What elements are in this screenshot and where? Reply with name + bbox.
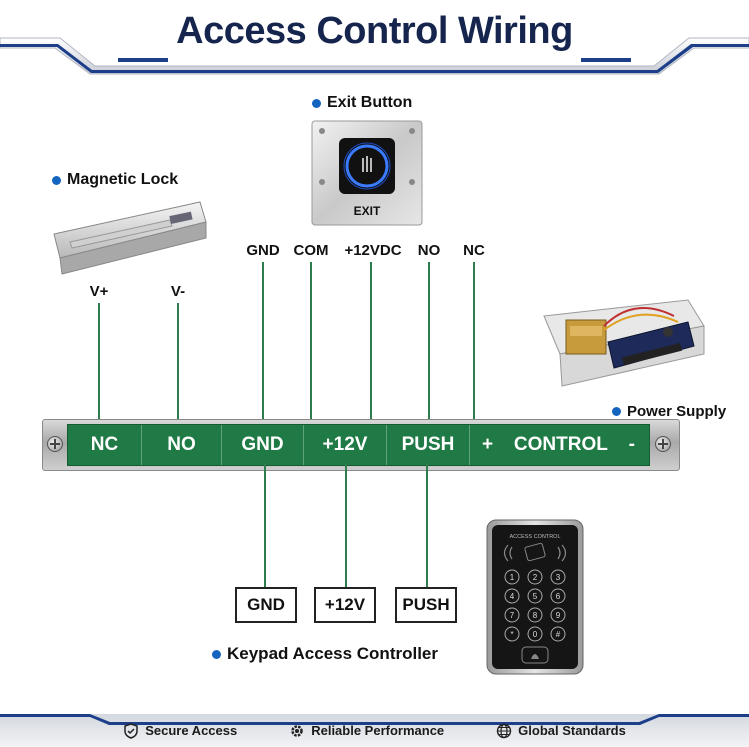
terminal-block: NC NO GND +12V PUSH + CONTROL - — [67, 424, 650, 466]
footer-global-standards: Global Standards — [496, 723, 626, 739]
footer-reliable-performance-label: Reliable Performance — [311, 723, 445, 738]
exit-button-label-text: Exit Button — [327, 94, 413, 111]
keypad-key — [504, 569, 520, 585]
left-screw-icon — [47, 436, 63, 452]
magnetic-lock-label: Magnetic Lock — [52, 171, 178, 189]
lock-pin-v-minus: V- — [170, 283, 186, 300]
magnetic-lock-label-text: Magnetic Lock — [67, 171, 179, 188]
exit-pin-gnd: GND — [246, 242, 280, 259]
footer-reliable-performance: Reliable Performance — [289, 723, 444, 739]
footer-secure-access-label: Secure Access — [145, 723, 238, 738]
terminal-control: + CONTROL - — [470, 425, 647, 465]
exit-button-device: EXIT — [311, 120, 423, 226]
wire-exit-12vdc — [370, 262, 372, 425]
wire-out-12v — [345, 464, 347, 587]
exit-plate-text: EXIT — [354, 204, 381, 218]
terminal-12v: +12V — [304, 425, 387, 465]
terminal-nc: NC — [68, 425, 142, 465]
keypad-key-label: 5 — [533, 592, 538, 601]
header-decoration — [0, 37, 749, 75]
keypad-keys: 1 2 3 4 5 6 7 8 9 * 0 # — [504, 569, 566, 642]
gear-icon — [291, 724, 303, 737]
keypad-key-label: # — [556, 630, 561, 639]
wire-out-gnd — [264, 464, 266, 587]
wire-out-push — [426, 464, 428, 587]
keypad-label: Keypad Access Controller — [212, 644, 438, 664]
bullet-icon — [212, 649, 221, 659]
power-supply-label: Power Supply — [612, 403, 726, 420]
bullet-icon — [312, 98, 321, 108]
terminal-no: NO — [142, 425, 222, 465]
magnetic-lock-device — [53, 201, 207, 275]
keypad-key-label: 9 — [556, 611, 561, 620]
keypad-key-label: 6 — [556, 592, 561, 601]
bullet-icon — [52, 175, 61, 185]
keypad-key-label: 0 — [533, 630, 538, 639]
keypad-device: ACCESS CONTROL 1 2 3 4 5 6 7 8 9 * 0 # — [486, 519, 584, 675]
header-banner: Access Control Wiring — [0, 0, 749, 78]
output-gnd: GND — [235, 587, 297, 623]
keypad-key — [550, 588, 566, 604]
keypad-key — [527, 588, 543, 604]
bullet-icon — [612, 407, 621, 416]
power-supply-device — [543, 299, 705, 387]
keypad-label-text: Keypad Access Controller — [227, 644, 438, 663]
keypad-key-label: 8 — [533, 611, 538, 620]
terminal-gnd: GND — [222, 425, 304, 465]
exit-pin-12vdc: +12VDC — [344, 242, 402, 259]
keypad-key-label: 7 — [510, 611, 515, 620]
keypad-face-text: ACCESS CONTROL — [509, 534, 560, 540]
output-push: PUSH — [395, 587, 457, 623]
keypad-key-label: 4 — [510, 592, 515, 601]
page-title: Access Control Wiring — [176, 10, 573, 52]
footer-bar: Secure Access Reliable Performance Globa… — [0, 714, 749, 747]
terminal-control-label: CONTROL — [513, 434, 608, 455]
keypad-key — [550, 626, 566, 642]
keypad-key — [550, 569, 566, 585]
wire-exit-gnd — [262, 262, 264, 425]
keypad-key-label: * — [510, 630, 513, 639]
power-supply-label-text: Power Supply — [627, 403, 727, 420]
terminal-control-minus: - — [628, 434, 635, 455]
footer-items: Secure Access Reliable Performance Globa… — [0, 714, 749, 747]
output-12v: +12V — [314, 587, 376, 623]
keypad-key — [504, 626, 520, 642]
globe-icon — [496, 723, 512, 738]
lock-pin-v-plus: V+ — [89, 283, 109, 300]
terminal-push: PUSH — [387, 425, 470, 465]
shield-check-icon — [124, 722, 138, 739]
wire-exit-com — [310, 262, 312, 425]
footer-secure-access: Secure Access — [123, 722, 238, 739]
wire-exit-nc — [473, 262, 475, 425]
keypad-key-label: 2 — [533, 573, 538, 582]
exit-pin-com: COM — [293, 242, 329, 259]
keypad-key — [550, 607, 566, 623]
keypad-key — [527, 607, 543, 623]
exit-pin-nc: NC — [463, 242, 485, 259]
exit-button-label: Exit Button — [312, 94, 412, 112]
right-screw-icon — [655, 436, 671, 452]
keypad-key — [527, 626, 543, 642]
keypad-key — [504, 607, 520, 623]
keypad-key — [527, 569, 543, 585]
footer-global-standards-label: Global Standards — [518, 723, 626, 738]
wire-exit-no — [428, 262, 430, 425]
terminal-control-plus: + — [482, 434, 494, 455]
exit-pin-no: NO — [417, 242, 441, 259]
wire-v-minus — [177, 303, 179, 425]
keypad-key — [504, 588, 520, 604]
keypad-key-label: 3 — [556, 573, 561, 582]
keypad-key-label: 1 — [510, 573, 515, 582]
wire-v-plus — [98, 303, 100, 425]
